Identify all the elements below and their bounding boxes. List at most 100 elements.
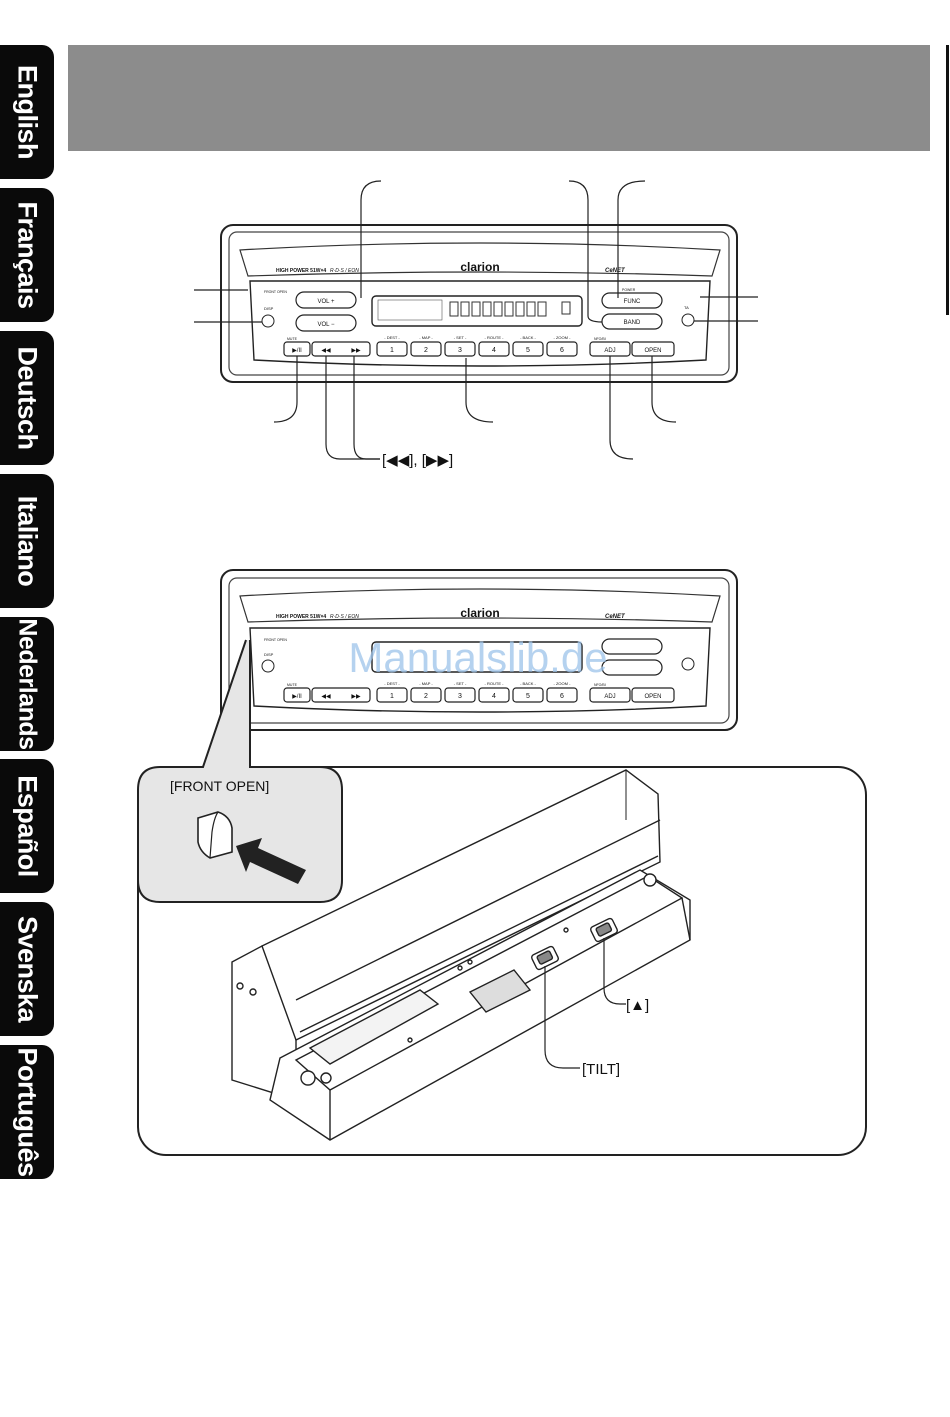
disp-small: DISP — [264, 306, 274, 311]
tab-francais[interactable]: Français — [0, 188, 54, 322]
callout-lines-bottom — [544, 938, 626, 1069]
preset-label: 6 — [560, 693, 564, 700]
preset-caption: - BACK - — [520, 335, 536, 340]
seek-button-group-bottom[interactable]: ◀◀ ▶▶ — [311, 687, 371, 703]
front-open-key-icon — [197, 811, 233, 859]
open-unit-drawing — [231, 769, 691, 1141]
power-text: HIGH POWER 51W×4 — [276, 268, 326, 274]
vol-down-button[interactable]: VOL − — [295, 314, 357, 332]
tab-portugues[interactable]: Português — [0, 1045, 54, 1179]
rds-text-bottom: R·D·S / EON — [330, 614, 359, 620]
watermark: Manualslib.de — [348, 634, 607, 681]
play-pause-label: ▶/II — [292, 348, 302, 354]
tab-italiano[interactable]: Italiano — [0, 474, 54, 608]
preset-buttons-bottom: 1 - DEST - 2 - MAP - 3- SET -4- ROUTE - 5 - BA… — [376, 681, 578, 703]
preset-button-5[interactable]: 5 - BACK - — [512, 335, 544, 357]
front-open-inset-label: [FRONT OPEN] — [170, 778, 269, 794]
push-arrow-icon — [236, 838, 306, 884]
vol-up-label: VOL + — [318, 299, 335, 305]
preset-button-3[interactable]: 3 - SET - — [444, 335, 476, 357]
preset-button-2[interactable]: 2 - MAP - — [410, 681, 442, 703]
ta-button-bottom[interactable] — [681, 657, 695, 671]
preset-label: 1 — [390, 347, 394, 354]
preset-label: 3 — [458, 693, 462, 700]
preset-label: 6 — [560, 347, 564, 354]
eject-label: [▲] — [626, 997, 649, 1014]
preset-button-1[interactable]: 1 - DEST - — [376, 681, 408, 703]
preset-caption: - ZOOM - — [554, 335, 572, 340]
tab-deutsch[interactable]: Deutsch — [0, 331, 54, 465]
open-panel-frame — [137, 766, 867, 1156]
mute-small: MUTE — [287, 337, 298, 341]
play-pause-label: ▶/II — [292, 694, 302, 700]
preset-label: 4 — [492, 693, 496, 700]
preset-button-1[interactable]: 1- DEST - — [376, 335, 408, 357]
preset-button-6[interactable]: 6- ZOOM - — [546, 681, 578, 703]
section-header-bar — [68, 45, 930, 151]
preset-button-3[interactable]: 3- SET - — [444, 681, 476, 703]
ta-button[interactable] — [681, 313, 695, 327]
tab-espanol[interactable]: Español — [0, 759, 54, 893]
head-unit-bottom: clarion HIGH POWER 51W×4 R·D·S / EON CeN… — [220, 569, 738, 731]
func-label: FUNC — [624, 299, 641, 305]
preset-label: 3 — [458, 347, 462, 354]
next-label: ▶▶ — [351, 694, 361, 700]
func-button[interactable]: FUNC — [601, 292, 663, 309]
cenet-text-bottom: CeNET — [605, 614, 626, 620]
preset-caption: - BACK - — [520, 681, 536, 686]
adj-label: ADJ — [604, 694, 615, 700]
prev-label: ◀◀ — [321, 348, 331, 354]
power-small: POWER — [622, 288, 636, 292]
play-pause-button[interactable]: ▶/II — [283, 341, 311, 357]
seek-callout-label: [◀◀], [▶▶] — [382, 452, 453, 469]
preset-label: 1 — [390, 693, 394, 700]
seek-button-group[interactable]: ◀◀ ▶▶ — [311, 341, 371, 357]
power-text-bottom: HIGH POWER 51W×4 — [276, 614, 326, 620]
preset-buttons: 1- DEST -2- MAP - 3 - SET - 4 - ROUTE - 5 - BA… — [376, 335, 578, 357]
front-open-small-bottom: FRONT OPEN — [264, 638, 287, 642]
preset-caption: - ROUTE - — [485, 335, 505, 340]
play-pause-button-bottom[interactable]: ▶/II — [283, 687, 311, 703]
lcd-display — [371, 295, 583, 327]
front-open-inset: [FRONT OPEN] — [137, 639, 343, 903]
preset-button-6[interactable]: 6 - ZOOM - — [546, 335, 578, 357]
preset-caption: - DEST - — [384, 681, 400, 686]
preset-caption: - SET - — [454, 335, 467, 340]
preset-button-4[interactable]: 4 - ROUTE - — [478, 335, 510, 357]
band-button[interactable]: BAND — [601, 313, 663, 330]
disp-button[interactable] — [261, 314, 275, 328]
adj-button[interactable]: ADJ — [589, 341, 631, 357]
preset-label: 2 — [424, 347, 428, 354]
vol-up-button[interactable]: VOL + — [295, 291, 357, 309]
callout-lines-top — [194, 180, 758, 460]
disp-small-bottom: DISP — [264, 652, 274, 657]
func-button-bottom[interactable] — [601, 638, 663, 655]
tab-nederlands[interactable]: Nederlands — [0, 617, 54, 751]
preset-button-5[interactable]: 5 - BACK - — [512, 681, 544, 703]
band-label: BAND — [624, 320, 641, 326]
preset-caption: - MAP - — [419, 681, 433, 686]
tab-svenska[interactable]: Svenska — [0, 902, 54, 1036]
preset-label: 2 — [424, 693, 428, 700]
preset-button-4[interactable]: 4- ROUTE - — [478, 681, 510, 703]
preset-button-2[interactable]: 2- MAP - — [410, 335, 442, 357]
brand-logo: clarion — [460, 260, 499, 274]
open-label: OPEN — [644, 694, 661, 700]
open-label: OPEN — [644, 348, 661, 354]
open-button[interactable]: OPEN — [631, 341, 675, 357]
open-button-bottom[interactable]: OPEN — [631, 687, 675, 703]
disp-button-bottom[interactable] — [261, 659, 275, 673]
preset-label: 5 — [526, 693, 530, 700]
vol-down-label: VOL − — [318, 322, 335, 328]
front-open-small: FRONT OPEN — [264, 290, 287, 294]
preset-label: 4 — [492, 347, 496, 354]
tab-english[interactable]: English — [0, 45, 54, 179]
cenet-text: CeNET — [605, 268, 626, 274]
adj-button-bottom[interactable]: ADJ — [589, 687, 631, 703]
ta-small: TA — [684, 305, 689, 310]
preset-label: 5 — [526, 347, 530, 354]
margin-rule — [946, 45, 949, 315]
band-button-bottom[interactable] — [601, 659, 663, 676]
next-label: ▶▶ — [351, 348, 361, 354]
